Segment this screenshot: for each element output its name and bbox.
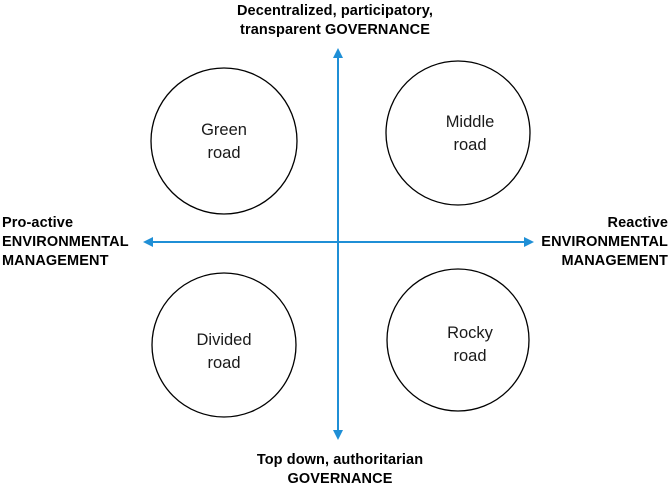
green-road-label-line2: road: [207, 144, 241, 162]
rocky-road-label: Rocky road: [410, 322, 530, 368]
right-axis-label: Reactive ENVIRONMENTAL MANAGEMENT: [488, 214, 668, 271]
divided-road-label-line2: road: [207, 354, 241, 372]
right-axis-label-line1: Reactive: [607, 215, 668, 231]
divided-road-label: Divided road: [164, 329, 284, 375]
rocky-road-label-line1: Rocky: [447, 324, 493, 342]
green-road-label-line1: Green: [201, 121, 247, 139]
top-axis-label: Decentralized, participatory, transparen…: [185, 2, 485, 40]
left-axis-label-line2: ENVIRONMENTAL: [2, 234, 129, 250]
left-axis-label: Pro-active ENVIRONMENTAL MANAGEMENT: [2, 214, 182, 271]
rocky-road-circle: [386, 268, 530, 412]
left-axis-label-line1: Pro-active: [2, 215, 74, 231]
bottom-axis-label-line1: Top down, authoritarian: [256, 452, 424, 468]
right-axis-label-line3: MANAGEMENT: [561, 253, 668, 269]
divided-road-label-line1: Divided: [196, 331, 252, 349]
middle-road-circle: [385, 60, 531, 206]
green-road-label: Green road: [164, 119, 284, 165]
top-axis-label-line2: transparent GOVERNANCE: [240, 22, 430, 38]
green-road-circle: [150, 67, 298, 215]
middle-road-label-line2: road: [453, 136, 487, 154]
left-axis-label-line3: MANAGEMENT: [2, 253, 109, 269]
rocky-road-label-line2: road: [453, 347, 487, 365]
bottom-axis-label-line2: GOVERNANCE: [287, 471, 393, 487]
middle-road-label: Middle road: [410, 111, 530, 157]
right-axis-label-line2: ENVIRONMENTAL: [541, 234, 668, 250]
top-axis-label-line1: Decentralized, participatory,: [236, 3, 434, 19]
divided-road-circle: [151, 272, 297, 418]
bottom-axis-label: Top down, authoritarian GOVERNANCE: [190, 451, 490, 489]
middle-road-label-line1: Middle: [445, 113, 495, 131]
